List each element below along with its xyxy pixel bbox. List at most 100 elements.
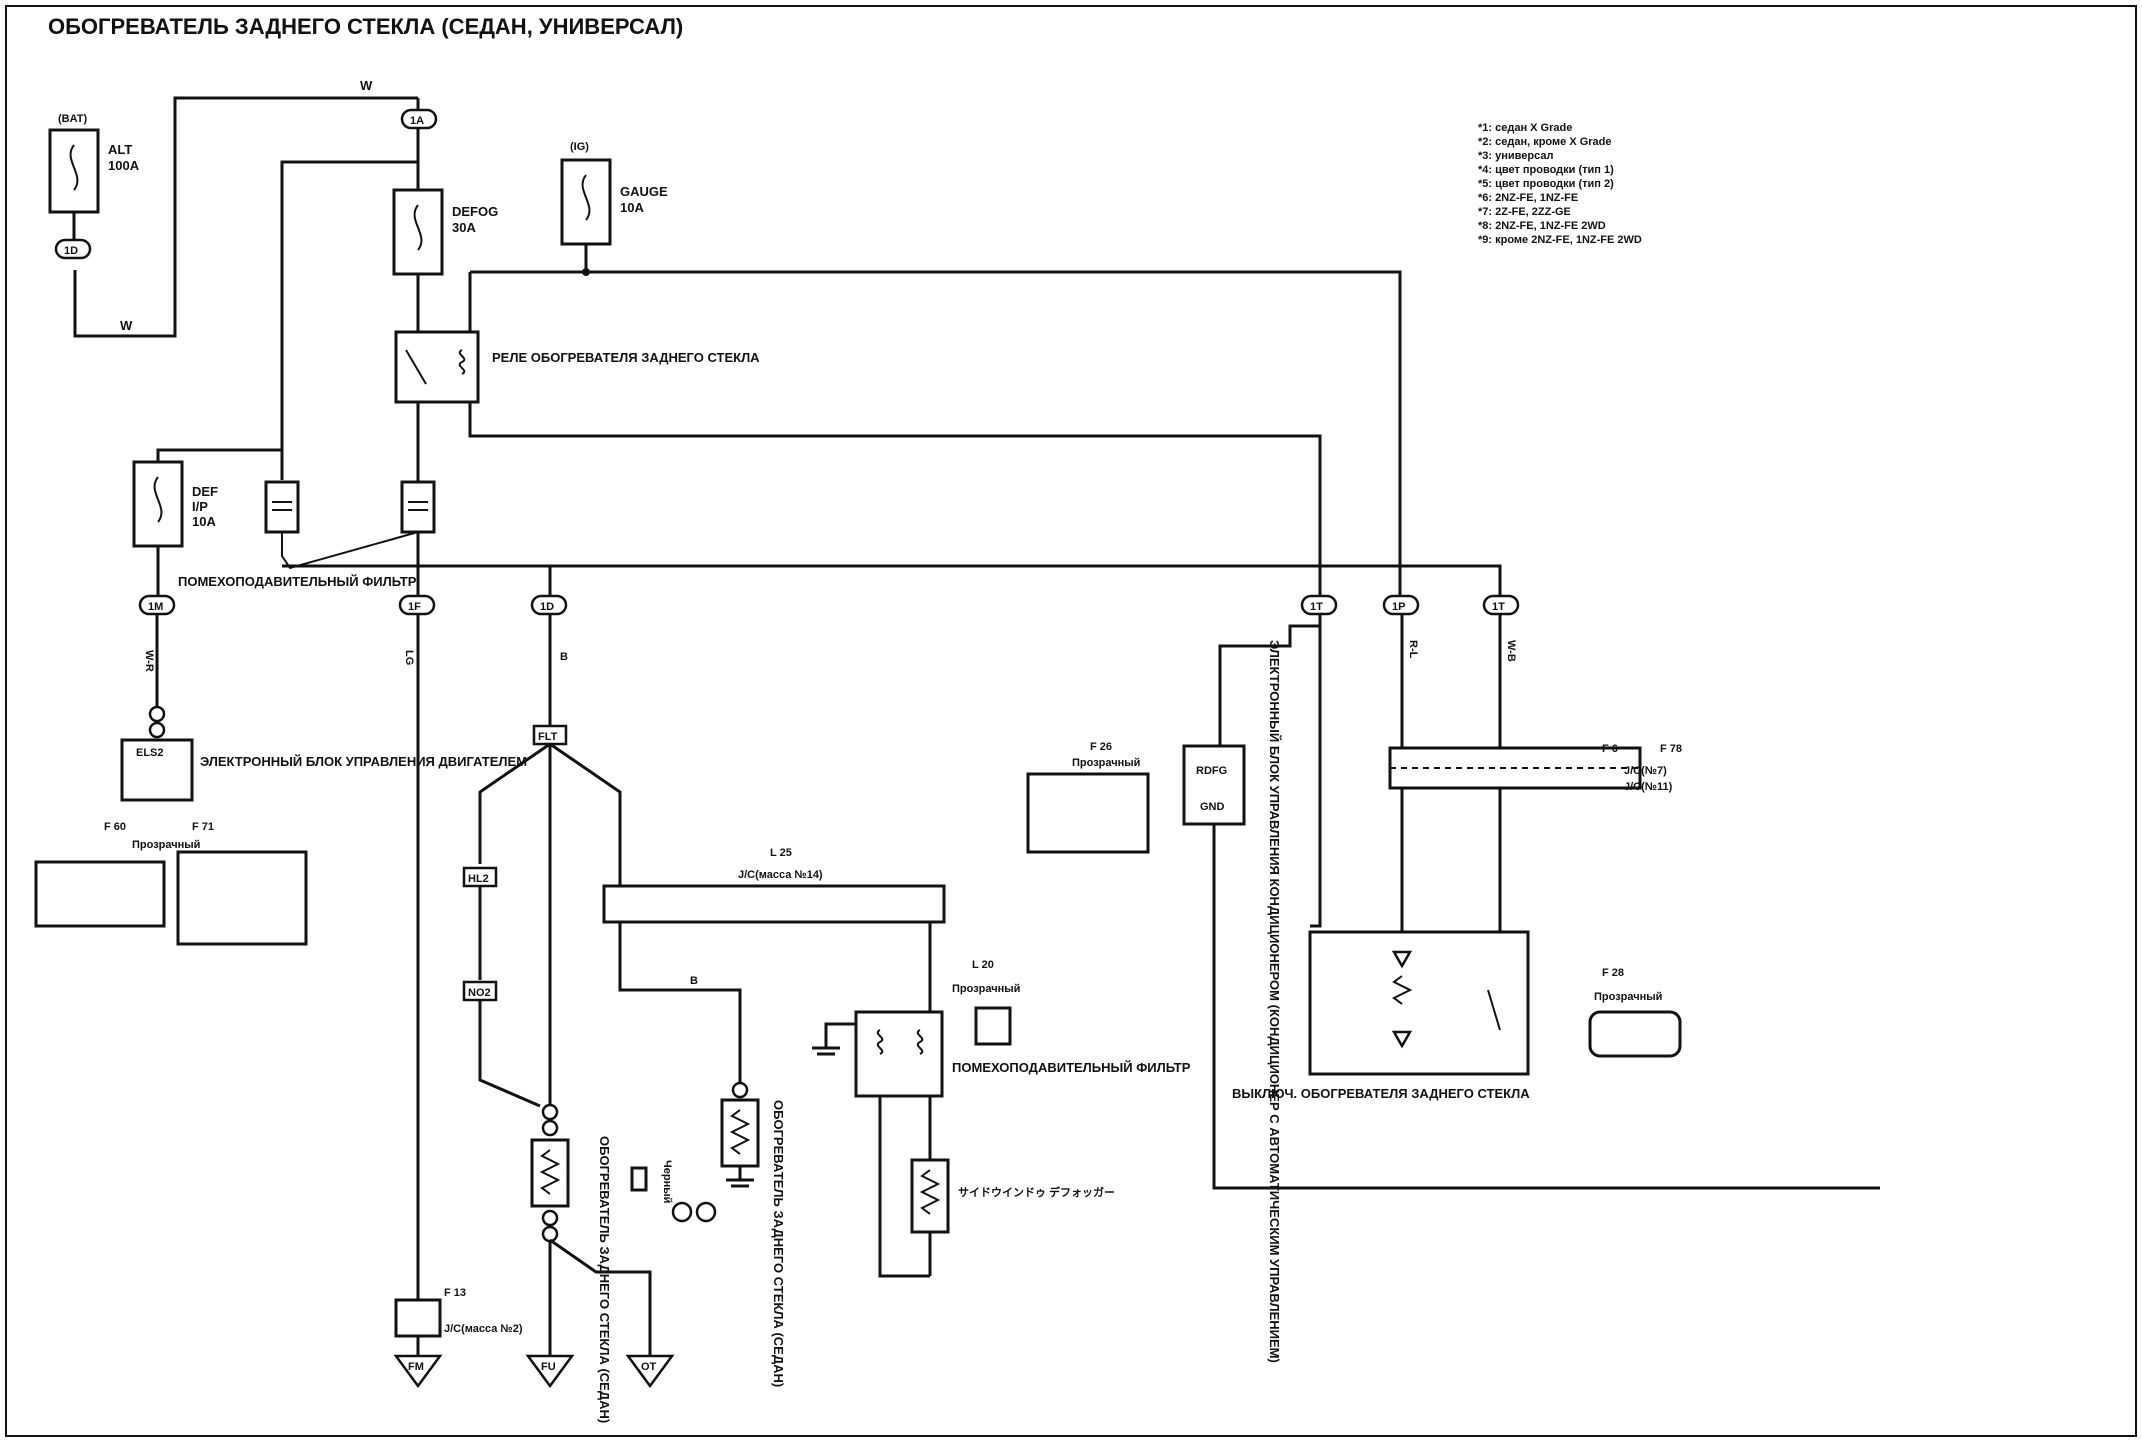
f28-transparent-label: Прозрачный (1594, 991, 1662, 1003)
wire-rl-label: R-L (1407, 640, 1419, 659)
ecu-pin-b (148, 721, 166, 739)
side-defogger-element (919, 1169, 941, 1215)
wire-switch-feed-1 (1310, 614, 1322, 928)
filter-label-top: ПОМЕХОПОДАВИТЕЛЬНЫЙ ФИЛЬТР (178, 574, 417, 589)
jc-7-label: J/C(№7) (1624, 765, 1667, 777)
f13-label: F 13 (444, 1287, 466, 1299)
gauge-fuse-element (581, 174, 591, 221)
gauge-fuse (560, 158, 612, 246)
alt-fuse (48, 128, 100, 214)
sedan-heater-1 (530, 1138, 570, 1208)
filter-ground-link (281, 531, 419, 570)
def-fuse-element (153, 476, 163, 523)
filter-label-bottom: ПОМЕХОПОДАВИТЕЛЬНЫЙ ФИЛЬТР (952, 1060, 1191, 1075)
jc-11-label: J/C(№11) (1624, 781, 1673, 793)
filter-cap-1 (264, 480, 300, 534)
switch-contact (1487, 989, 1501, 1031)
switch-diode (1391, 1030, 1413, 1049)
alt-fuse-element (69, 144, 79, 191)
wire-fork-right (549, 742, 622, 870)
note-7: *7: 2Z-FE, 2ZZ-GE (1478, 206, 1571, 218)
switch-connector (1588, 1010, 1682, 1058)
alt-fuse-rating: 100A (108, 158, 140, 173)
defog-fuse-rating: 30A (452, 220, 476, 235)
els2-label: ELS2 (136, 747, 164, 759)
jc-mass-2-label: J/C(масса №2) (444, 1323, 523, 1335)
wire-wb-label: W-B (1505, 640, 1517, 662)
switch-resistor (1392, 975, 1413, 1005)
black-label: Черный (661, 1160, 673, 1203)
bat-label: (BAT) (58, 113, 87, 125)
wire-w-label-bottom: W (120, 318, 133, 333)
connector-1t-label: 1T (1310, 601, 1323, 613)
relay-coil (458, 349, 466, 375)
ground-ot-label: OT (641, 1361, 657, 1373)
f6-label: F 6 (1602, 743, 1618, 755)
ecu-connector-f60 (34, 860, 166, 928)
connector-flt-label: FLT (538, 731, 558, 743)
sedan-heater-2 (720, 1098, 760, 1168)
note-2: *2: седан, кроме X Grade (1478, 136, 1612, 148)
jc-mass-2 (394, 1298, 442, 1338)
connector-1d-label: 1D (64, 245, 78, 257)
ig-label: (IG) (570, 141, 589, 153)
filter-cap-2 (400, 480, 436, 534)
ground-fm-label: FM (408, 1361, 424, 1373)
wire-b-label-flt: B (560, 651, 568, 663)
defog-fuse-name: DEFOG (452, 204, 498, 219)
connector-1t-2-label: 1T (1492, 601, 1505, 613)
ground-fu (525, 1354, 575, 1389)
sedan-heater-1-label: ОБОГРЕВАТЕЛЬ ЗАДНЕГО СТЕКЛА (СЕДАН) (597, 1136, 612, 1423)
sedan-heater-2-label: ОБОГРЕВАТЕЛЬ ЗАДНЕГО СТЕКЛА (СЕДАН) (771, 1100, 786, 1387)
wire-filter-gnd (824, 1022, 856, 1048)
wire-bus-heater-2 (618, 922, 742, 1096)
heater-1-pin-a (541, 1103, 559, 1121)
note-6: *6: 2NZ-FE, 1NZ-FE (1478, 192, 1578, 204)
relay-label: РЕЛЕ ОБОГРЕВАТЕЛЯ ЗАДНЕГО СТЕКЛА (492, 350, 760, 365)
defog-fuse-element (413, 204, 423, 251)
black-connector (630, 1166, 648, 1192)
f60-label: F 60 (104, 821, 126, 833)
wire-w-label-top: W (360, 78, 373, 93)
ac-ecu-label: ЭЛЕКТРОННЫЙ БЛОК УПРАВЛЕНИЯ КОНДИЦИОНЕРО… (1267, 640, 1282, 1363)
filter-coil-1 (876, 1029, 884, 1055)
f26-label: F 26 (1090, 741, 1112, 753)
switch-label: ВЫКЛЮЧ. ОБОГРЕВАТЕЛЯ ЗАДНЕГО СТЕКЛА (1232, 1086, 1530, 1101)
ac-ecu-connector (1026, 772, 1150, 854)
black-pin-2 (695, 1201, 717, 1223)
relay-switch (405, 349, 427, 385)
wire-w-loop (73, 96, 418, 338)
wire-branch-left (280, 160, 418, 480)
connector-1p-label: 1P (1392, 601, 1405, 613)
wire-ac-ecu-gnd (1212, 824, 1880, 1190)
wire-filter-bus (282, 564, 1502, 596)
note-8: *8: 2NZ-FE, 1NZ-FE 2WD (1478, 220, 1606, 232)
sedan-heater-1-element (539, 1149, 561, 1195)
note-1: *1: седан X Grade (1478, 122, 1572, 134)
heater-1-pin-b (541, 1119, 559, 1137)
wire-relay-coil-out (468, 402, 1322, 596)
note-5: *5: цвет проводки (тип 2) (1478, 178, 1614, 190)
engine-ecu (120, 738, 194, 802)
f28-label: F 28 (1602, 967, 1624, 979)
heater-2-pin (731, 1081, 749, 1099)
note-4: *4: цвет проводки (тип 1) (1478, 164, 1614, 176)
alt-fuse-name: ALT (108, 142, 132, 157)
heater-1-pin-c (541, 1209, 559, 1227)
gnd-label: GND (1200, 801, 1225, 813)
filter-coil-2 (916, 1029, 924, 1055)
def-fuse (132, 460, 184, 548)
black-pin-1 (671, 1201, 693, 1223)
page-frame (5, 5, 2137, 1437)
f78-label: F 78 (1660, 743, 1682, 755)
heater-1-pin-d (541, 1225, 559, 1243)
connector-no2-label: NO2 (468, 987, 491, 999)
side-defogger-label: サイドウインドゥ デフォッガー (958, 1185, 1115, 1199)
noise-filter-l20 (854, 1010, 944, 1098)
ground-fu-label: FU (541, 1361, 556, 1373)
gauge-fuse-rating: 10A (620, 200, 644, 215)
sedan-heater-2-element (729, 1109, 751, 1155)
diagram-title: ОБОГРЕВАТЕЛЬ ЗАДНЕГО СТЕКЛА (СЕДАН, УНИВ… (48, 14, 683, 39)
engine-ecu-label: ЭЛЕКТРОННЫЙ БЛОК УПРАВЛЕНИЯ ДВИГАТЕЛЕМ (200, 754, 527, 769)
